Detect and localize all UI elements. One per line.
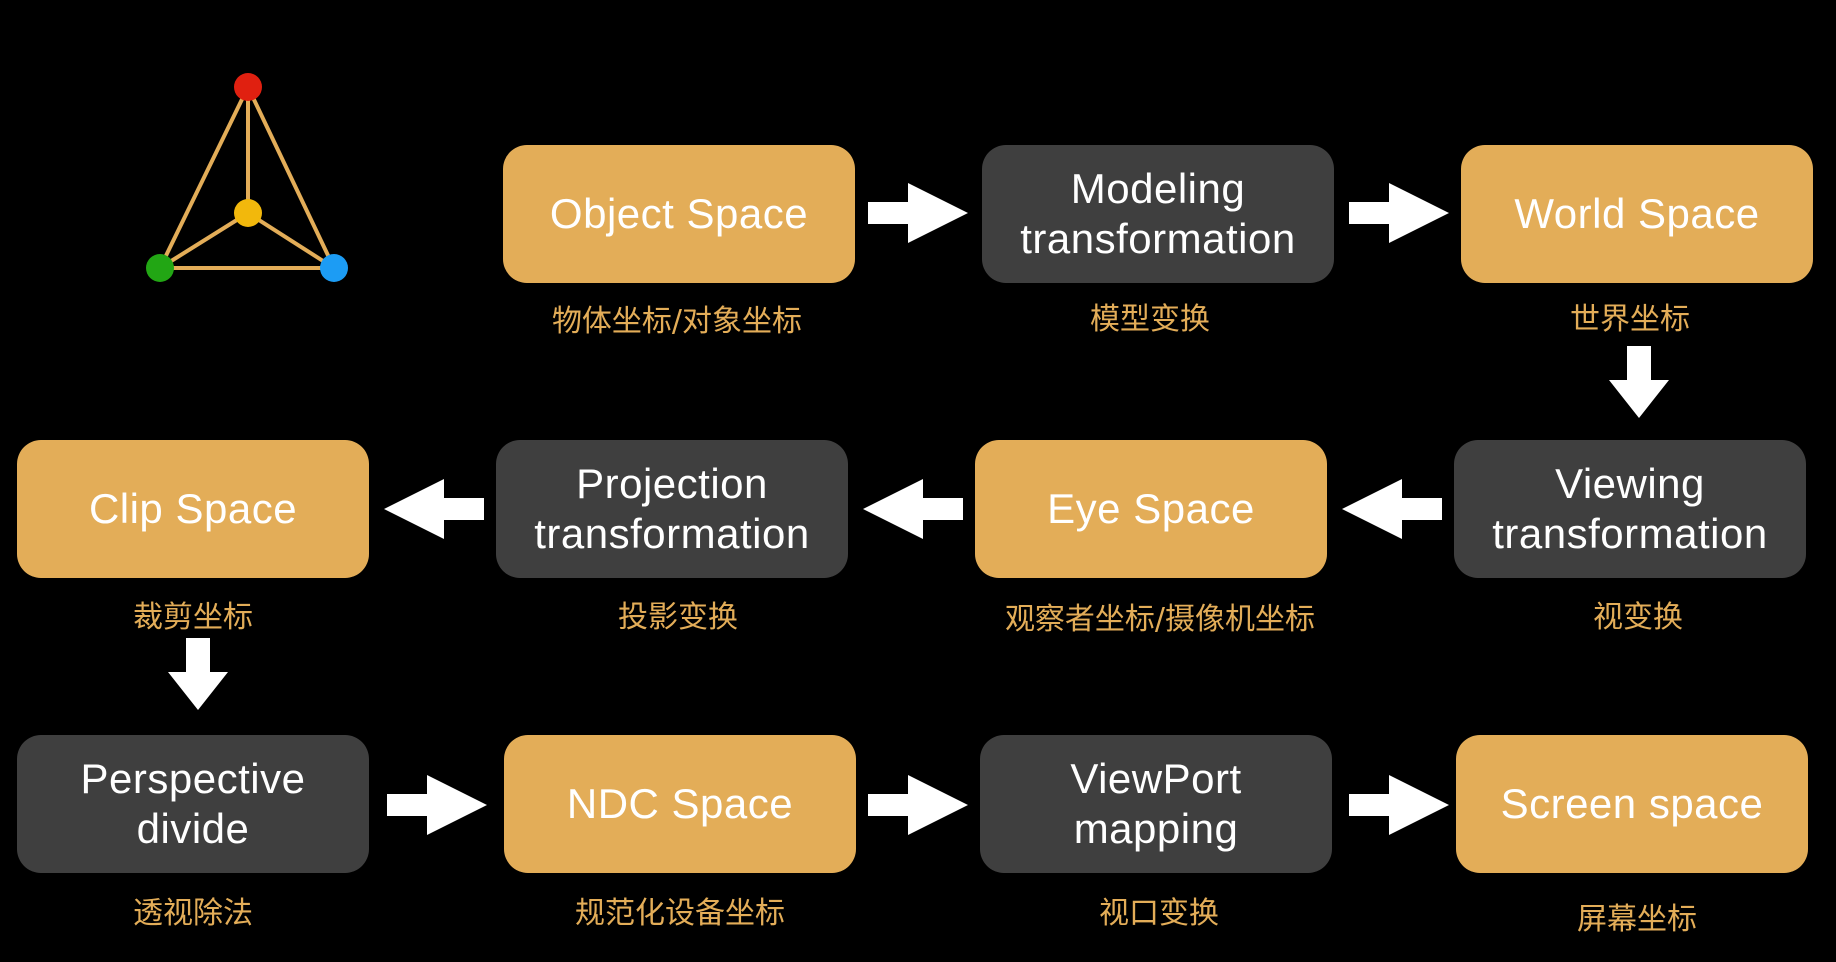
object-space-node: Object Space <box>503 145 855 283</box>
modeling-transformation-label: Modeling transformation <box>1020 165 1296 262</box>
top-vertex-icon <box>234 73 262 101</box>
eye-space-caption: 观察者坐标/摄像机坐标 <box>1004 602 1316 637</box>
perspective-divide-node: Perspective divide <box>17 735 369 873</box>
ndc-space-caption: 规范化设备坐标 <box>575 896 785 931</box>
object-space-label: Object Space <box>549 190 809 237</box>
arrow-right-icon <box>1349 775 1449 835</box>
arrow-right-icon <box>868 775 968 835</box>
arrow-left-icon <box>1342 479 1442 539</box>
viewport-mapping-label: ViewPort mapping <box>1070 755 1242 852</box>
arrow-right-icon <box>1349 183 1449 243</box>
arrow-left-icon <box>863 479 963 539</box>
clip-space-caption: 裁剪坐标 <box>133 600 253 635</box>
world-space-label: World Space <box>1514 190 1760 237</box>
object-space-caption: 物体坐标/对象坐标 <box>551 304 803 339</box>
viewing-transformation-caption: 视变换 <box>1593 600 1683 635</box>
projection-transformation-label: Projection transformation <box>534 460 810 557</box>
clip-space-node: Clip Space <box>17 440 369 578</box>
ndc-space-label: NDC Space <box>566 780 794 827</box>
left-vertex-icon <box>146 254 174 282</box>
arrow-down-icon <box>168 638 228 710</box>
screen-space-node: Screen space <box>1456 735 1808 873</box>
world-space-node: World Space <box>1461 145 1813 283</box>
viewport-mapping-caption: 视口变换 <box>1099 896 1219 931</box>
screen-space-caption: 屏幕坐标 <box>1577 902 1697 937</box>
ndc-space-node: NDC Space <box>504 735 856 873</box>
eye-space-node: Eye Space <box>975 440 1327 578</box>
screen-space-label: Screen space <box>1500 780 1764 827</box>
projection-transformation-node: Projection transformation <box>496 440 848 578</box>
world-space-caption: 世界坐标 <box>1570 302 1690 337</box>
perspective-divide-caption: 透视除法 <box>133 896 253 931</box>
viewport-mapping-node: ViewPort mapping <box>980 735 1332 873</box>
modeling-transformation-caption: 模型变换 <box>1090 302 1210 337</box>
projection-transformation-caption: 投影变换 <box>618 600 738 635</box>
viewing-transformation-label: Viewing transformation <box>1492 460 1768 557</box>
viewing-transformation-node: Viewing transformation <box>1454 440 1806 578</box>
clip-space-label: Clip Space <box>88 485 298 532</box>
modeling-transformation-node: Modeling transformation <box>982 145 1334 283</box>
arrow-right-icon <box>868 183 968 243</box>
perspective-divide-label: Perspective divide <box>80 755 306 852</box>
arrow-left-icon <box>384 479 484 539</box>
eye-space-label: Eye Space <box>1047 485 1255 532</box>
center-vertex-icon <box>234 199 262 227</box>
arrow-down-icon <box>1609 346 1669 418</box>
tetrahedron-logo-icon <box>146 73 348 282</box>
right-vertex-icon <box>320 254 348 282</box>
arrow-right-icon <box>387 775 487 835</box>
